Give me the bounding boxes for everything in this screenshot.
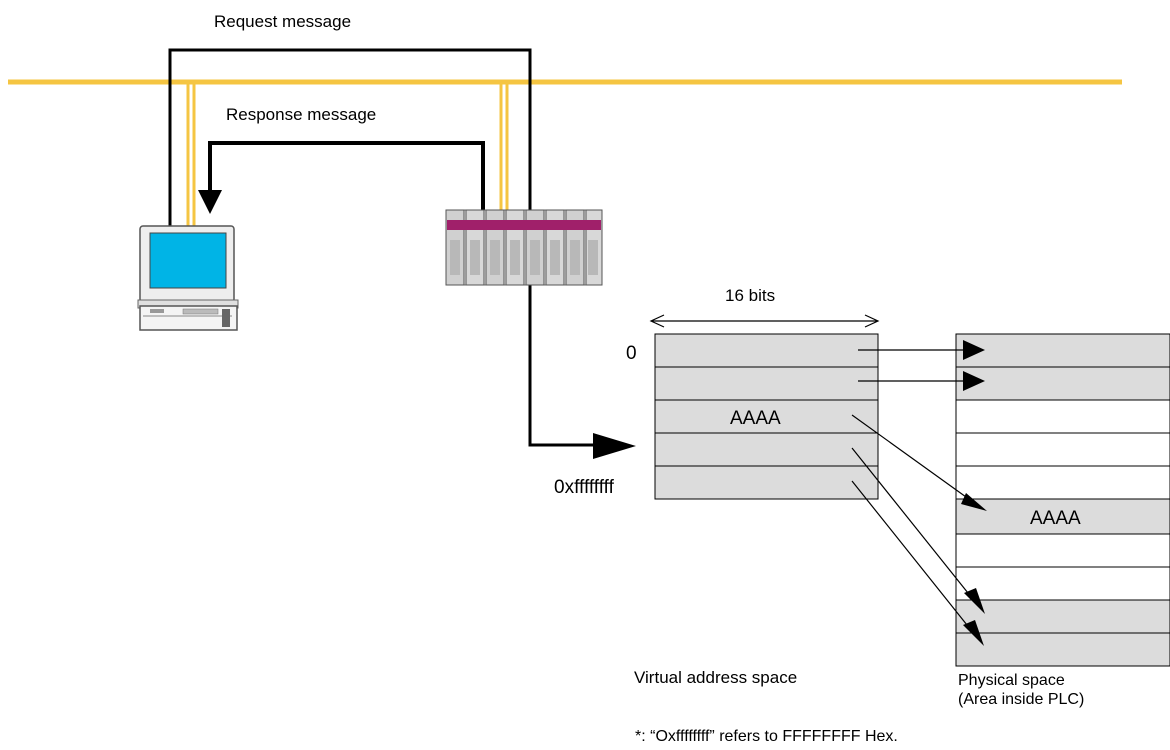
- physical-caption-line2: (Area inside PLC): [958, 691, 1084, 708]
- virtual-address-space: [654, 333, 879, 500]
- footnote: *: “Oxffffffff” refers to FFFFFFFF Hex.: [635, 728, 898, 745]
- physical-space: [955, 333, 1170, 667]
- physical-caption-line1: Physical space: [958, 672, 1065, 689]
- map-arrow-3: [851, 414, 974, 503]
- width-arrow-right: [864, 314, 880, 328]
- response-arrowhead: [198, 190, 222, 214]
- request-arrowhead: [593, 433, 636, 459]
- width-arrow-left: [649, 314, 665, 328]
- response-label: Response message: [226, 105, 376, 124]
- map-arrowhead-5: [963, 620, 984, 646]
- physical-value-label: AAAA: [1030, 508, 1081, 529]
- width-label: 16 bits: [725, 286, 775, 305]
- map-arrowhead-2: [963, 371, 985, 391]
- plc-icon: [445, 209, 603, 286]
- map-arrowhead-1: [963, 340, 985, 360]
- map-arrow-5: [851, 480, 972, 631]
- map-arrow-4: [851, 447, 973, 599]
- virtual-value-label: AAAA: [730, 408, 781, 429]
- address-end-label: 0xffffffff: [554, 477, 615, 498]
- response-path: [208, 141, 485, 210]
- map-arrowhead-4: [964, 588, 985, 614]
- map-arrowhead-3: [961, 493, 987, 511]
- address-start-label: 0: [626, 343, 637, 364]
- request-label: Request message: [214, 12, 351, 31]
- computer-icon: [137, 225, 239, 331]
- virtual-caption: Virtual address space: [634, 668, 797, 687]
- request-path: [168, 48, 595, 447]
